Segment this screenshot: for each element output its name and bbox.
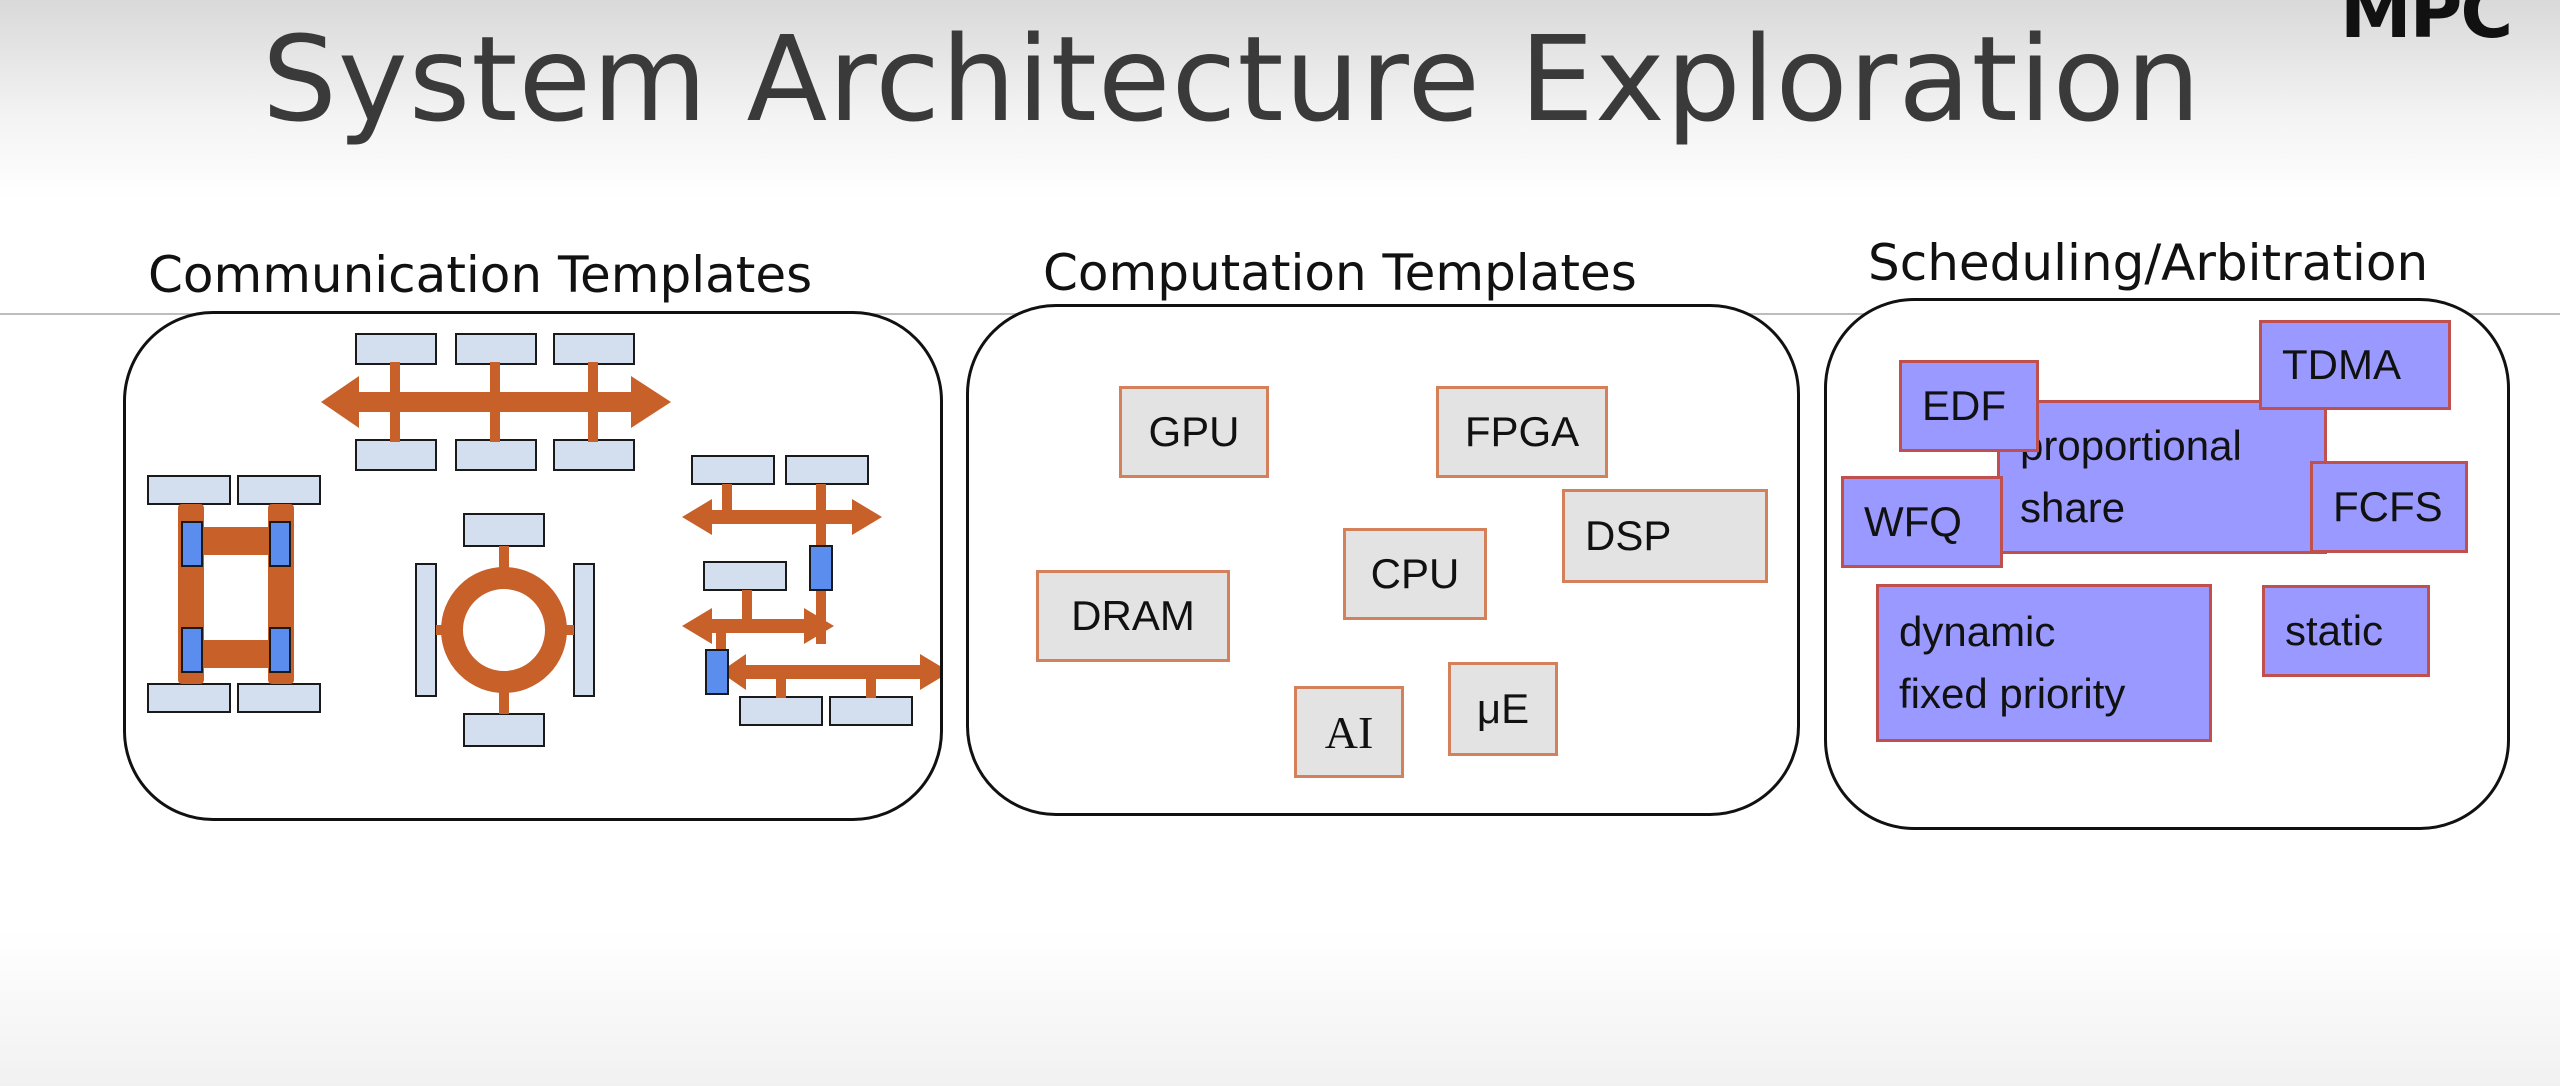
- bus-arrow: [682, 608, 834, 644]
- bus-node: [553, 439, 635, 471]
- mesh-node: [237, 475, 321, 505]
- ring-node: [573, 563, 595, 697]
- bridge-block: [809, 545, 833, 591]
- scheduling-arbitration-label: Scheduling/Arbitration: [1868, 234, 2429, 292]
- micro-engine-box: μE: [1448, 662, 1558, 756]
- bus-node: [785, 455, 869, 485]
- bus-node: [553, 333, 635, 365]
- fcfs-box: FCFS: [2310, 461, 2468, 553]
- fpga-box: FPGA: [1436, 386, 1608, 478]
- slide-title: System Architecture Exploration: [262, 10, 2202, 148]
- interface-block: [181, 521, 203, 567]
- bus-node: [355, 333, 437, 365]
- ring-node: [415, 563, 437, 697]
- static-box: static: [2262, 585, 2430, 677]
- communication-templates-panel: [123, 311, 943, 821]
- dynamic-fixed-priority-box: dynamic fixed priority: [1876, 584, 2212, 742]
- bus-node: [355, 439, 437, 471]
- communication-templates-label: Communication Templates: [148, 246, 813, 304]
- gpu-box: GPU: [1119, 386, 1269, 478]
- edf-box: EDF: [1899, 360, 2039, 452]
- bridge-block: [705, 649, 729, 695]
- dram-box: DRAM: [1036, 570, 1230, 662]
- proportional-share-box: proportional share: [1997, 400, 2327, 554]
- bus-node: [691, 455, 775, 485]
- bus-arrow: [720, 654, 940, 690]
- interface-block: [269, 521, 291, 567]
- dsp-box: DSP: [1562, 489, 1768, 583]
- bus-node: [455, 333, 537, 365]
- mesh-node: [237, 683, 321, 713]
- communication-topologies-diagram: [147, 333, 940, 747]
- bus-arrow: [682, 499, 882, 535]
- cpu-box: CPU: [1343, 528, 1487, 620]
- mesh-node: [147, 683, 231, 713]
- mesh-node: [147, 475, 231, 505]
- bus-node: [455, 439, 537, 471]
- bus-node: [829, 696, 913, 726]
- bus-node: [739, 696, 823, 726]
- ring-node: [463, 513, 545, 547]
- interface-block: [269, 627, 291, 673]
- bus-node: [703, 561, 787, 591]
- tdma-box: TDMA: [2259, 320, 2451, 410]
- wfq-box: WFQ: [1841, 476, 2003, 568]
- ring-node: [463, 713, 545, 747]
- ai-box: AI: [1294, 686, 1404, 778]
- interface-block: [181, 627, 203, 673]
- logo: MPC: [2340, 0, 2513, 54]
- computation-templates-label: Computation Templates: [1043, 244, 1637, 302]
- ring-interconnect: [441, 567, 567, 693]
